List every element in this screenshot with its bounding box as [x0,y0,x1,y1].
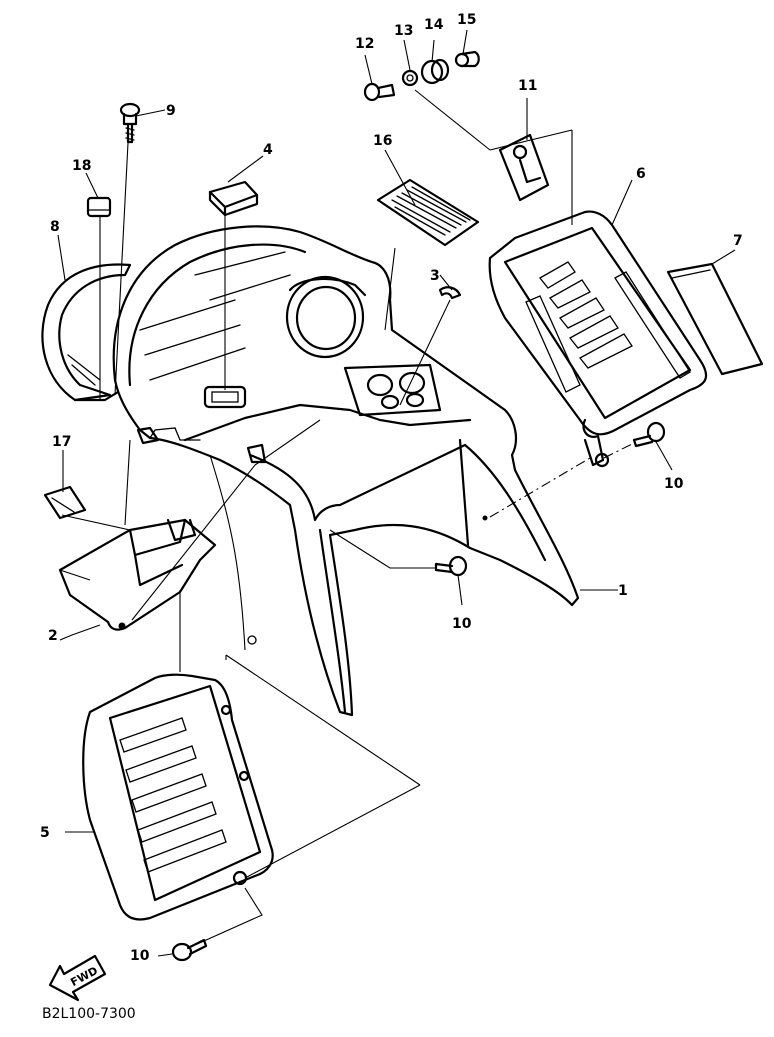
callout-6: 6 [636,166,646,182]
callout-18: 18 [72,158,91,174]
callout-7: 7 [733,233,743,249]
front-body-cowl [112,225,580,717]
screw-9 [119,102,141,144]
lower-cover-2 [58,518,217,631]
lid-4 [208,180,259,217]
right-grille-panel [488,210,708,468]
left-grille-panel [82,673,274,921]
callout-2: 2 [48,628,58,644]
left-upper-panel [41,263,132,402]
callout-12: 12 [355,36,374,52]
callout-10-right: 10 [664,476,684,492]
callout-13: 13 [394,23,413,39]
callout-15: 15 [457,12,476,28]
callout-3: 3 [430,268,440,284]
bolt-10-center [434,555,468,577]
callout-10-bottom: 10 [130,948,150,964]
clip-3 [438,286,462,300]
bolt-10-right [632,421,666,448]
callout-labels: 1 2 3 4 5 6 7 8 9 10 10 10 11 12 13 14 1… [40,12,743,964]
washer-13 [401,69,419,87]
callout-17: 17 [52,434,71,450]
fwd-arrow-icon: FWD [48,954,107,1002]
callout-10-center: 10 [452,616,472,632]
callout-1: 1 [618,583,628,599]
small-pad-18 [86,196,112,218]
drawing-code: B2L100-7300 [42,1006,136,1022]
callout-16: 16 [373,133,392,149]
label-plate-16 [376,178,480,247]
leader-lines [57,29,736,957]
callout-9: 9 [166,103,176,119]
callout-14: 14 [424,17,444,33]
bracket-11 [498,133,550,202]
callout-11: 11 [518,78,537,94]
pad-17 [43,485,87,520]
callout-5: 5 [40,825,50,841]
filter-pad-7 [666,262,764,376]
callout-8: 8 [50,219,60,235]
collar-15 [454,50,480,68]
bolt-10-bottom [171,938,208,962]
callout-4: 4 [263,142,273,158]
grommet-14 [420,58,450,85]
bolt-12 [363,82,396,102]
